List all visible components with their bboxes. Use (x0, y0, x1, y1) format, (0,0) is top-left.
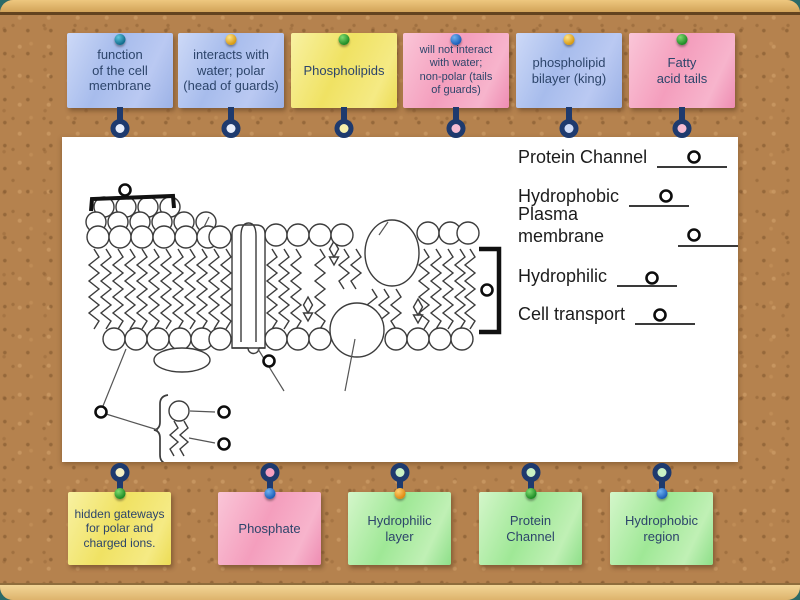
diagram-label-plasma-membrane: Plasma membrane (518, 204, 738, 247)
connector-stem (453, 107, 459, 121)
protein-blob-upper (364, 219, 420, 287)
card-hydrophobic-region[interactable]: Hydrophobic region (610, 463, 713, 565)
drop-point-inset-head[interactable] (217, 405, 231, 419)
pushpin-icon (450, 34, 462, 45)
connector-stem (266, 479, 273, 493)
connector-ring-icon (521, 463, 540, 482)
pushpin-icon (676, 34, 688, 45)
answer-blank (635, 319, 696, 325)
connector-stem (341, 107, 347, 121)
card-protein-channel[interactable]: Protein Channel (479, 463, 582, 565)
card-label: Protein Channel (506, 512, 555, 544)
card-label: phospholipid bilayer (king) (531, 54, 607, 86)
connector-ring-icon (559, 119, 579, 138)
drop-point-label-protein-channel[interactable] (687, 150, 701, 164)
connector-stem (117, 107, 123, 121)
card-phospholipid-bilayer[interactable]: phospholipid bilayer (king) (516, 33, 622, 138)
connector-ring-icon (446, 119, 466, 138)
connector-stem (658, 479, 665, 493)
diagram-panel: Protein Channel Hydrophobic Plasma membr… (62, 137, 738, 462)
card-fatty-acid-tails[interactable]: Fatty acid tails (629, 33, 735, 138)
drop-point-label-plasma-membrane[interactable] (687, 228, 701, 242)
answer-blank (657, 162, 728, 168)
board-frame-top (0, 0, 800, 15)
card-label: interacts with water; polar (head of gua… (183, 46, 279, 94)
card-interacts-with-water[interactable]: interacts with water; polar (head of gua… (178, 33, 284, 138)
label-text: Hydrophobic (518, 186, 620, 206)
label-text: Protein Channel (518, 147, 648, 167)
protein-channel-shape (231, 222, 266, 355)
answer-blank (629, 201, 690, 207)
drop-point-label-hydrophobic[interactable] (659, 189, 673, 203)
membrane-diagram-art (85, 150, 701, 462)
connector-stem (116, 479, 123, 493)
label-text: Hydrophilic (518, 266, 608, 286)
protein-blob-lower (329, 302, 385, 358)
card-label: hidden gateways for polar and charged io… (74, 506, 165, 550)
connector-ring-icon (110, 463, 129, 482)
connector-stem (396, 479, 403, 493)
connector-ring-icon (672, 119, 692, 138)
card-will-not-interact[interactable]: will not interact with water; non-polar … (403, 33, 509, 138)
label-text: Cell transport (518, 304, 626, 324)
connector-ring-icon (390, 463, 409, 482)
connector-ring-icon (260, 463, 279, 482)
card-hydrophilic-layer[interactable]: Hydrophilic layer (348, 463, 451, 565)
peripheral-protein (153, 347, 211, 373)
card-hidden-gateways[interactable]: hidden gateways for polar and charged io… (68, 463, 171, 565)
connector-stem (228, 107, 234, 121)
pushpin-icon (563, 34, 575, 45)
pushpin-icon (394, 488, 405, 499)
card-label: Hydrophilic layer (367, 512, 432, 544)
connector-ring-icon (221, 119, 241, 138)
connector-stem (566, 107, 572, 121)
answer-blank (617, 281, 678, 287)
drop-point-inset-tails[interactable] (217, 437, 231, 451)
card-phosphate[interactable]: Phosphate (218, 463, 321, 565)
diagram-label-hydrophilic: Hydrophilic (518, 265, 678, 287)
answer-blank (677, 241, 738, 247)
phospholipid-heads (85, 196, 480, 351)
card-function-of-cell-membrane[interactable]: function of the cell membrane (67, 33, 173, 138)
label-text: Plasma membrane (518, 204, 605, 246)
drop-point-membrane-top-bracket[interactable] (118, 183, 132, 197)
connector-stem (679, 107, 685, 121)
diagram-label-hydrophobic: Hydrophobic (518, 185, 690, 207)
drop-point-protein-channel-pointer[interactable] (262, 354, 276, 368)
drop-point-label-cell-transport[interactable] (653, 308, 667, 322)
card-label: function of the cell membrane (88, 46, 152, 94)
pushpin-icon (656, 488, 667, 499)
connector-stem (527, 479, 534, 493)
phospholipid-inset (153, 394, 190, 462)
pushpin-icon (338, 34, 350, 45)
connector-ring-icon (110, 119, 130, 138)
pushpin-icon (114, 488, 125, 499)
pushpin-icon (114, 34, 126, 45)
drop-point-phospholipid-pointer[interactable] (94, 405, 108, 419)
drop-point-membrane-side-bracket[interactable] (480, 283, 494, 297)
diagram-label-protein-channel: Protein Channel (518, 146, 728, 168)
bracket-top (89, 193, 176, 212)
drop-point-label-hydrophilic[interactable] (645, 271, 659, 285)
pushpin-icon (225, 34, 237, 45)
pushpin-icon (264, 488, 275, 499)
board-frame-bottom (0, 583, 800, 600)
card-label: Hydrophobic region (625, 512, 698, 544)
card-label: Phosphate (238, 520, 301, 536)
connector-ring-icon (334, 119, 354, 138)
pushpin-icon (525, 488, 536, 499)
card-phospholipids[interactable]: Phospholipids (291, 33, 397, 138)
bracket-right (479, 246, 502, 335)
connector-ring-icon (652, 463, 671, 482)
diagram-label-cell-transport: Cell transport (518, 303, 696, 325)
card-label: will not interact with water; non-polar … (419, 43, 493, 96)
card-label: Phospholipids (303, 62, 385, 78)
card-label: Fatty acid tails (656, 54, 708, 86)
pointer-lines (102, 216, 389, 444)
